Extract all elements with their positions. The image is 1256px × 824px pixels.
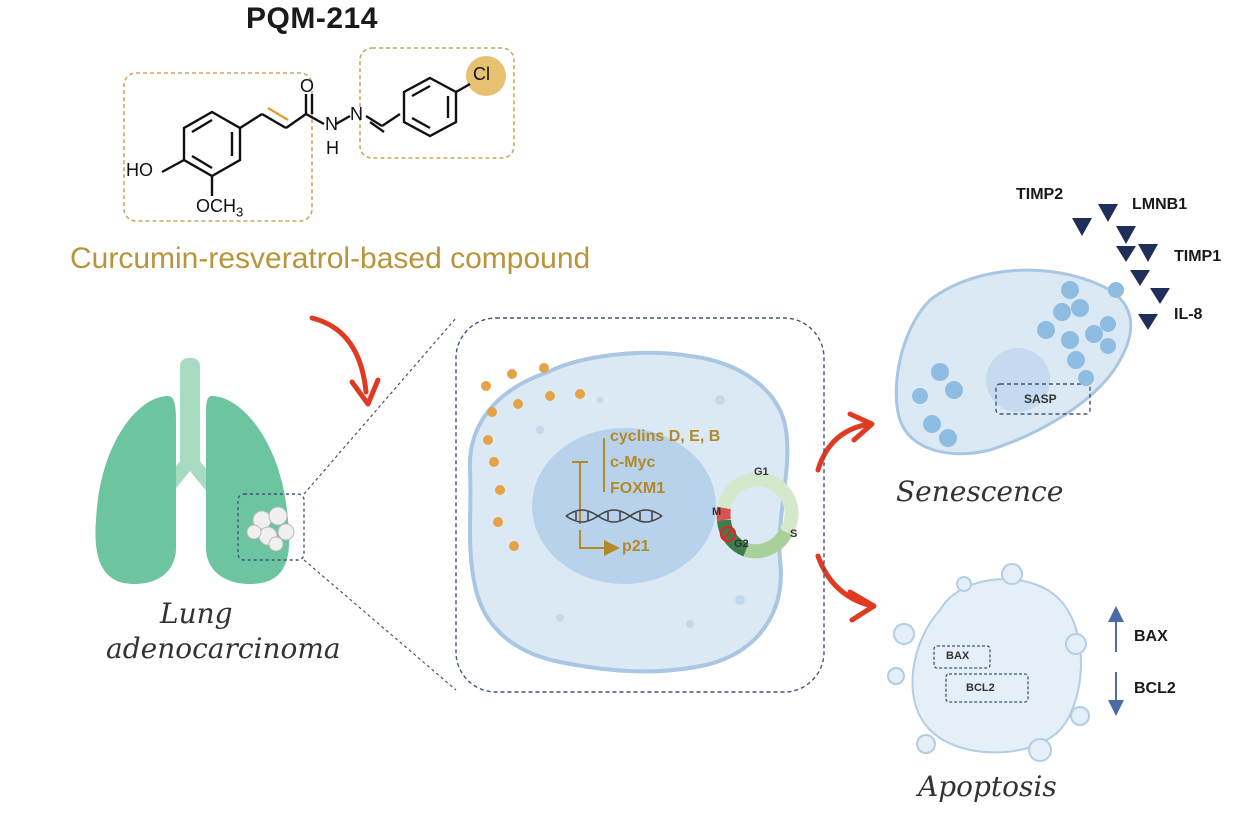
gene-foxm1: FOXM1 (610, 480, 666, 497)
cytoplasm-granules (536, 395, 745, 628)
phase-m: M (712, 506, 722, 518)
och3-label: OCH3 (196, 196, 244, 220)
n-label: N (350, 104, 363, 124)
bcl2-box (945, 673, 1029, 703)
phase-s: S (790, 528, 798, 540)
h-label: H (326, 138, 339, 158)
apoptosis-label: Apoptosis (918, 770, 1057, 803)
dna-helix (565, 509, 663, 523)
cl-label: Cl (473, 64, 490, 84)
senescence-vesicles (912, 281, 1124, 447)
bax-label: BAX (1134, 628, 1168, 645)
phase-g1: G1 (754, 466, 769, 478)
tumor-zoom-box (237, 493, 305, 561)
sasp-box (995, 383, 1091, 415)
marker-lmnb1: LMNB1 (1132, 196, 1188, 213)
red-arrow-down (309, 315, 369, 395)
sasp-triangles (1072, 204, 1170, 330)
nh-n-label: N (325, 114, 338, 134)
sasp-label: SASP (1024, 392, 1057, 406)
gene-cyclins: cyclins D, E, B (610, 428, 721, 445)
gene-cmyc: c-Myc (610, 454, 656, 471)
gene-p21: p21 (622, 538, 650, 555)
lungs-illustration (95, 317, 457, 691)
bax-box (933, 645, 991, 669)
drug-particles (481, 363, 585, 551)
senescent-nucleus (986, 348, 1050, 412)
senescence-label: Senescence (896, 475, 1064, 508)
cell-zoom-panel (455, 317, 825, 693)
chlorine-highlight (466, 56, 506, 96)
marker-il8: IL-8 (1174, 306, 1203, 323)
lung-label-line2: adenocarcinoma (106, 632, 341, 665)
compound-class-label: Curcumin-resveratrol-based compound (70, 242, 591, 275)
g2m-arrest-icon (719, 525, 737, 543)
carbonyl-o-label: O (300, 76, 315, 96)
lung-label-line1: Lung (160, 597, 233, 630)
chemical-structure (123, 47, 515, 222)
red-arrow-to-senescence (815, 421, 873, 473)
inhibition-bracket (572, 438, 605, 524)
tumor-cells (246, 506, 295, 552)
marker-timp2: TIMP2 (1016, 186, 1064, 203)
p21-arrow (579, 530, 620, 556)
right-lung (206, 396, 290, 584)
cell-nucleus (532, 428, 716, 584)
zoom-line-top (303, 317, 457, 495)
ho-label: HO (126, 160, 153, 180)
bcl2-label: BCL2 (1134, 680, 1176, 697)
bax-box-label: BAX (946, 650, 970, 662)
red-arrow-to-apoptosis (815, 553, 875, 609)
bcl2-box-label: BCL2 (966, 682, 995, 694)
compound-title: PQM-214 (246, 2, 378, 35)
zoom-line-bottom (303, 559, 457, 691)
phase-g2: G2 (734, 538, 749, 550)
right-moiety-box (359, 47, 515, 159)
left-moiety-box (123, 72, 313, 222)
apoptotic-cell (887, 563, 1090, 762)
left-lung (95, 396, 176, 584)
cell-cycle-ring (716, 472, 799, 559)
marker-timp1: TIMP1 (1174, 248, 1222, 265)
trachea (180, 358, 200, 468)
